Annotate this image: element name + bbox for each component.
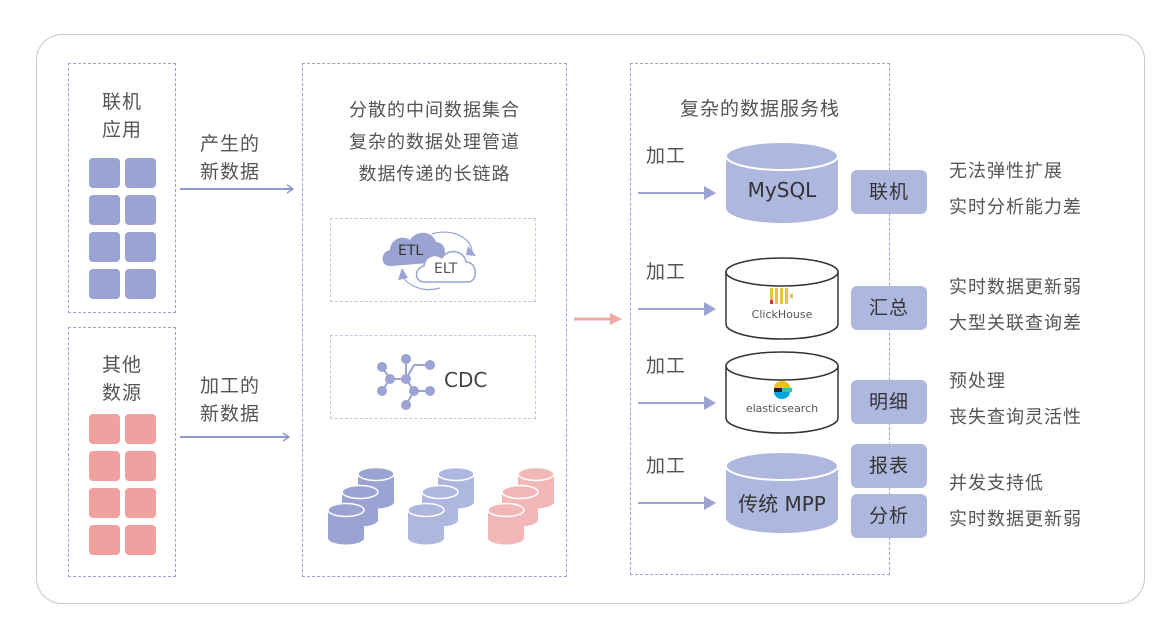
elasticsearch-logo-icon [774, 381, 792, 399]
transition-arrow [574, 313, 622, 325]
database-cylinder [725, 351, 839, 434]
limitation-notes: 预处理丧失查询灵活性 [949, 364, 1082, 436]
category-tag: 联机 [851, 170, 927, 214]
data-block [89, 232, 120, 262]
data-block [125, 525, 156, 555]
limitation-notes: 无法弹性扩展实时分析能力差 [949, 154, 1082, 226]
data-block [89, 414, 120, 444]
etl-elt-cloud-icon [382, 231, 476, 291]
processed-data-label: 加工的 新数据 [200, 375, 261, 425]
data-block [125, 451, 156, 481]
data-block [125, 269, 156, 299]
data-block [89, 269, 120, 299]
process-arrow [638, 186, 716, 200]
limitation-note: 实时数据更新弱 [949, 277, 1082, 298]
data-block [89, 488, 120, 518]
category-tag: 汇总 [851, 286, 927, 330]
process-label: 加工 [646, 261, 687, 283]
generated-data-arrow [180, 184, 295, 194]
database-cylinder [725, 451, 839, 533]
database-name: 传统 MPP [738, 492, 826, 516]
processed-data-arrow [180, 432, 291, 442]
clickhouse-logo-icon [770, 288, 793, 304]
database-name: ClickHouse [751, 308, 813, 321]
etl-label: ETL [398, 243, 424, 259]
limitation-note: 并发支持低 [949, 473, 1044, 494]
category-tag: 分析 [851, 494, 927, 538]
online-app-group [68, 63, 176, 313]
online-app-label: 联机 应用 [101, 91, 142, 141]
database-icon [327, 502, 365, 545]
data-block [125, 158, 156, 188]
data-block [125, 488, 156, 518]
process-label: 加工 [646, 145, 687, 167]
process-arrow [638, 396, 716, 410]
limitation-note: 实时数据更新弱 [949, 509, 1082, 530]
data-block [125, 195, 156, 225]
generated-data-label: 产生的 新数据 [200, 133, 261, 183]
database-cylinder [725, 257, 839, 340]
process-arrow [638, 496, 716, 510]
data-block [125, 232, 156, 262]
data-block [89, 451, 120, 481]
data-block [125, 414, 156, 444]
data-block [89, 158, 120, 188]
process-label: 加工 [646, 455, 687, 477]
cdc-network-icon [377, 354, 435, 410]
cdc-box [330, 335, 536, 419]
pipeline-description: 分散的中间数据集合 复杂的数据处理管道 数据传递的长链路 [349, 100, 520, 185]
intermediate-db-stacks [327, 466, 555, 545]
limitation-note: 丧失查询灵活性 [949, 407, 1082, 428]
cdc-label: CDC [444, 368, 488, 392]
elt-label: ELT [434, 261, 458, 277]
database-cylinder [725, 141, 839, 223]
diagram-frame [36, 34, 1145, 604]
other-sources-group [68, 327, 176, 577]
pipeline-panel [302, 63, 567, 577]
other-sources-label: 其他 数源 [101, 354, 142, 404]
category-tag: 明细 [851, 380, 927, 424]
data-block [89, 195, 120, 225]
limitation-note: 无法弹性扩展 [949, 161, 1063, 182]
process-arrow [638, 302, 716, 316]
process-label: 加工 [646, 355, 687, 377]
database-name: MySQL [747, 178, 817, 202]
limitation-note: 预处理 [949, 371, 1006, 392]
etl-box [330, 218, 536, 302]
limitation-notes: 并发支持低实时数据更新弱 [949, 466, 1082, 538]
database-name: elasticsearch [745, 402, 819, 415]
database-icon [487, 502, 525, 545]
category-tag: 报表 [851, 444, 927, 488]
database-icon [407, 502, 445, 545]
service-stack-title: 复杂的数据服务栈 [679, 98, 840, 120]
limitation-note: 实时分析能力差 [949, 197, 1082, 218]
data-block [89, 525, 120, 555]
limitation-notes: 实时数据更新弱大型关联查询差 [949, 270, 1082, 342]
limitation-note: 大型关联查询差 [949, 313, 1082, 334]
